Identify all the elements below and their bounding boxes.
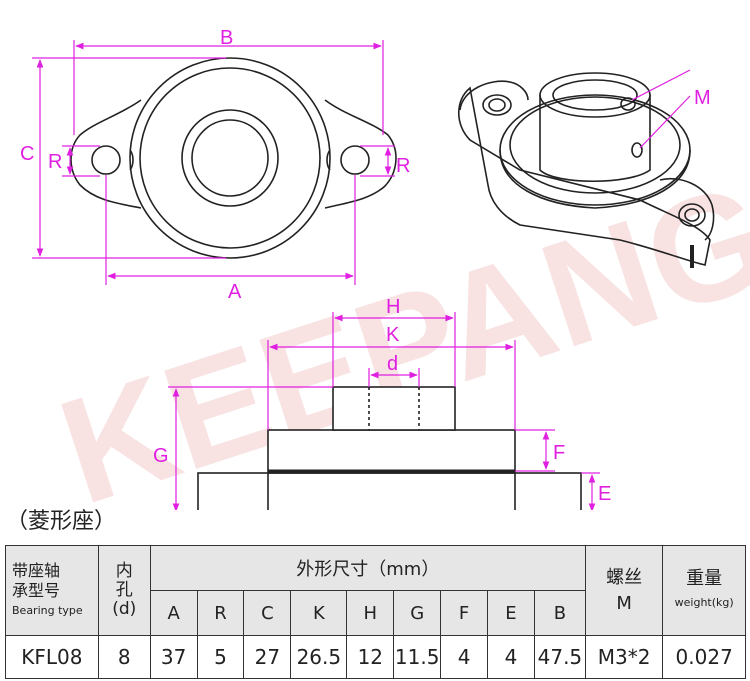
label-A: A [228, 281, 242, 303]
housing-outer-circle [129, 57, 331, 259]
col-header-F: F [440, 590, 488, 636]
table-row: KFL08 8 37 5 27 26.5 12 11.5 4 4 47.5 M3… [5, 635, 746, 679]
bearing-outer-circle [181, 109, 279, 207]
diagram-caption: （菱形座） [6, 509, 117, 534]
cell-E: 4 [487, 635, 535, 679]
side-view [197, 386, 582, 510]
label-M: M [694, 87, 711, 109]
top-view [70, 57, 397, 259]
col-header-K: K [290, 590, 348, 636]
housing-rim-circle [139, 67, 321, 249]
label-E: E [598, 483, 611, 505]
col-header-R: R [196, 590, 245, 636]
spec-table: 带座轴 承型号 Bearing type 内 孔 (d) 外形尺寸（mm） 螺丝… [5, 545, 746, 679]
cell-R: 5 [196, 635, 245, 679]
cell-H: 12 [346, 635, 395, 679]
label-R-left: R [48, 151, 62, 173]
collar [332, 386, 456, 431]
model-header-cell: 带座轴 承型号 Bearing type [5, 545, 99, 636]
label-C: C [20, 143, 34, 165]
hole-header-cell: 内 孔 (d) [97, 545, 151, 636]
model-header-line1: 带座轴 [12, 560, 61, 580]
cell-C: 27 [243, 635, 292, 679]
model-header-en: Bearing type [12, 603, 83, 617]
col-header-B: B [533, 590, 586, 636]
isometric-view [458, 72, 715, 268]
top-view-dimensions [32, 40, 395, 285]
cell-hole: 8 [97, 635, 151, 679]
side-view-dimensions [168, 312, 600, 510]
col-header-E: E [487, 590, 535, 636]
cell-A: 37 [149, 635, 198, 679]
label-G: G [153, 445, 169, 467]
label-H: H [386, 296, 400, 318]
screw-header-cell: 螺丝 M [584, 545, 664, 636]
col-header-A: A [149, 590, 198, 636]
cell-model: KFL08 [5, 635, 99, 679]
label-d: d [387, 353, 398, 375]
label-B: B [220, 27, 233, 49]
label-K: K [386, 324, 400, 346]
col-header-G: G [393, 590, 442, 636]
label-R-right: R [396, 155, 410, 177]
technical-drawing: KEEPANG [20, 27, 750, 510]
cell-K: 26.5 [290, 635, 348, 679]
cell-weight: 0.027 [662, 635, 746, 679]
model-header-line2: 承型号 [12, 580, 61, 600]
col-header-H: H [346, 590, 395, 636]
cell-F: 4 [440, 635, 488, 679]
base-flange [197, 472, 582, 510]
weight-header-cell: 重量 weight(kg) [662, 545, 746, 636]
flange-outline [70, 99, 397, 209]
housing-body [267, 429, 516, 474]
col-header-C: C [243, 590, 292, 636]
right-mount-hole [340, 145, 370, 175]
cell-B: 47.5 [533, 635, 586, 679]
cell-G: 11.5 [393, 635, 442, 679]
screw-callout [631, 69, 691, 149]
dims-header-cell: 外形尺寸（mm） [149, 545, 586, 591]
bearing-inner-circle [191, 119, 269, 197]
left-mount-hole [91, 145, 121, 175]
label-F: F [553, 442, 565, 464]
cell-screw: M3*2 [584, 635, 664, 679]
